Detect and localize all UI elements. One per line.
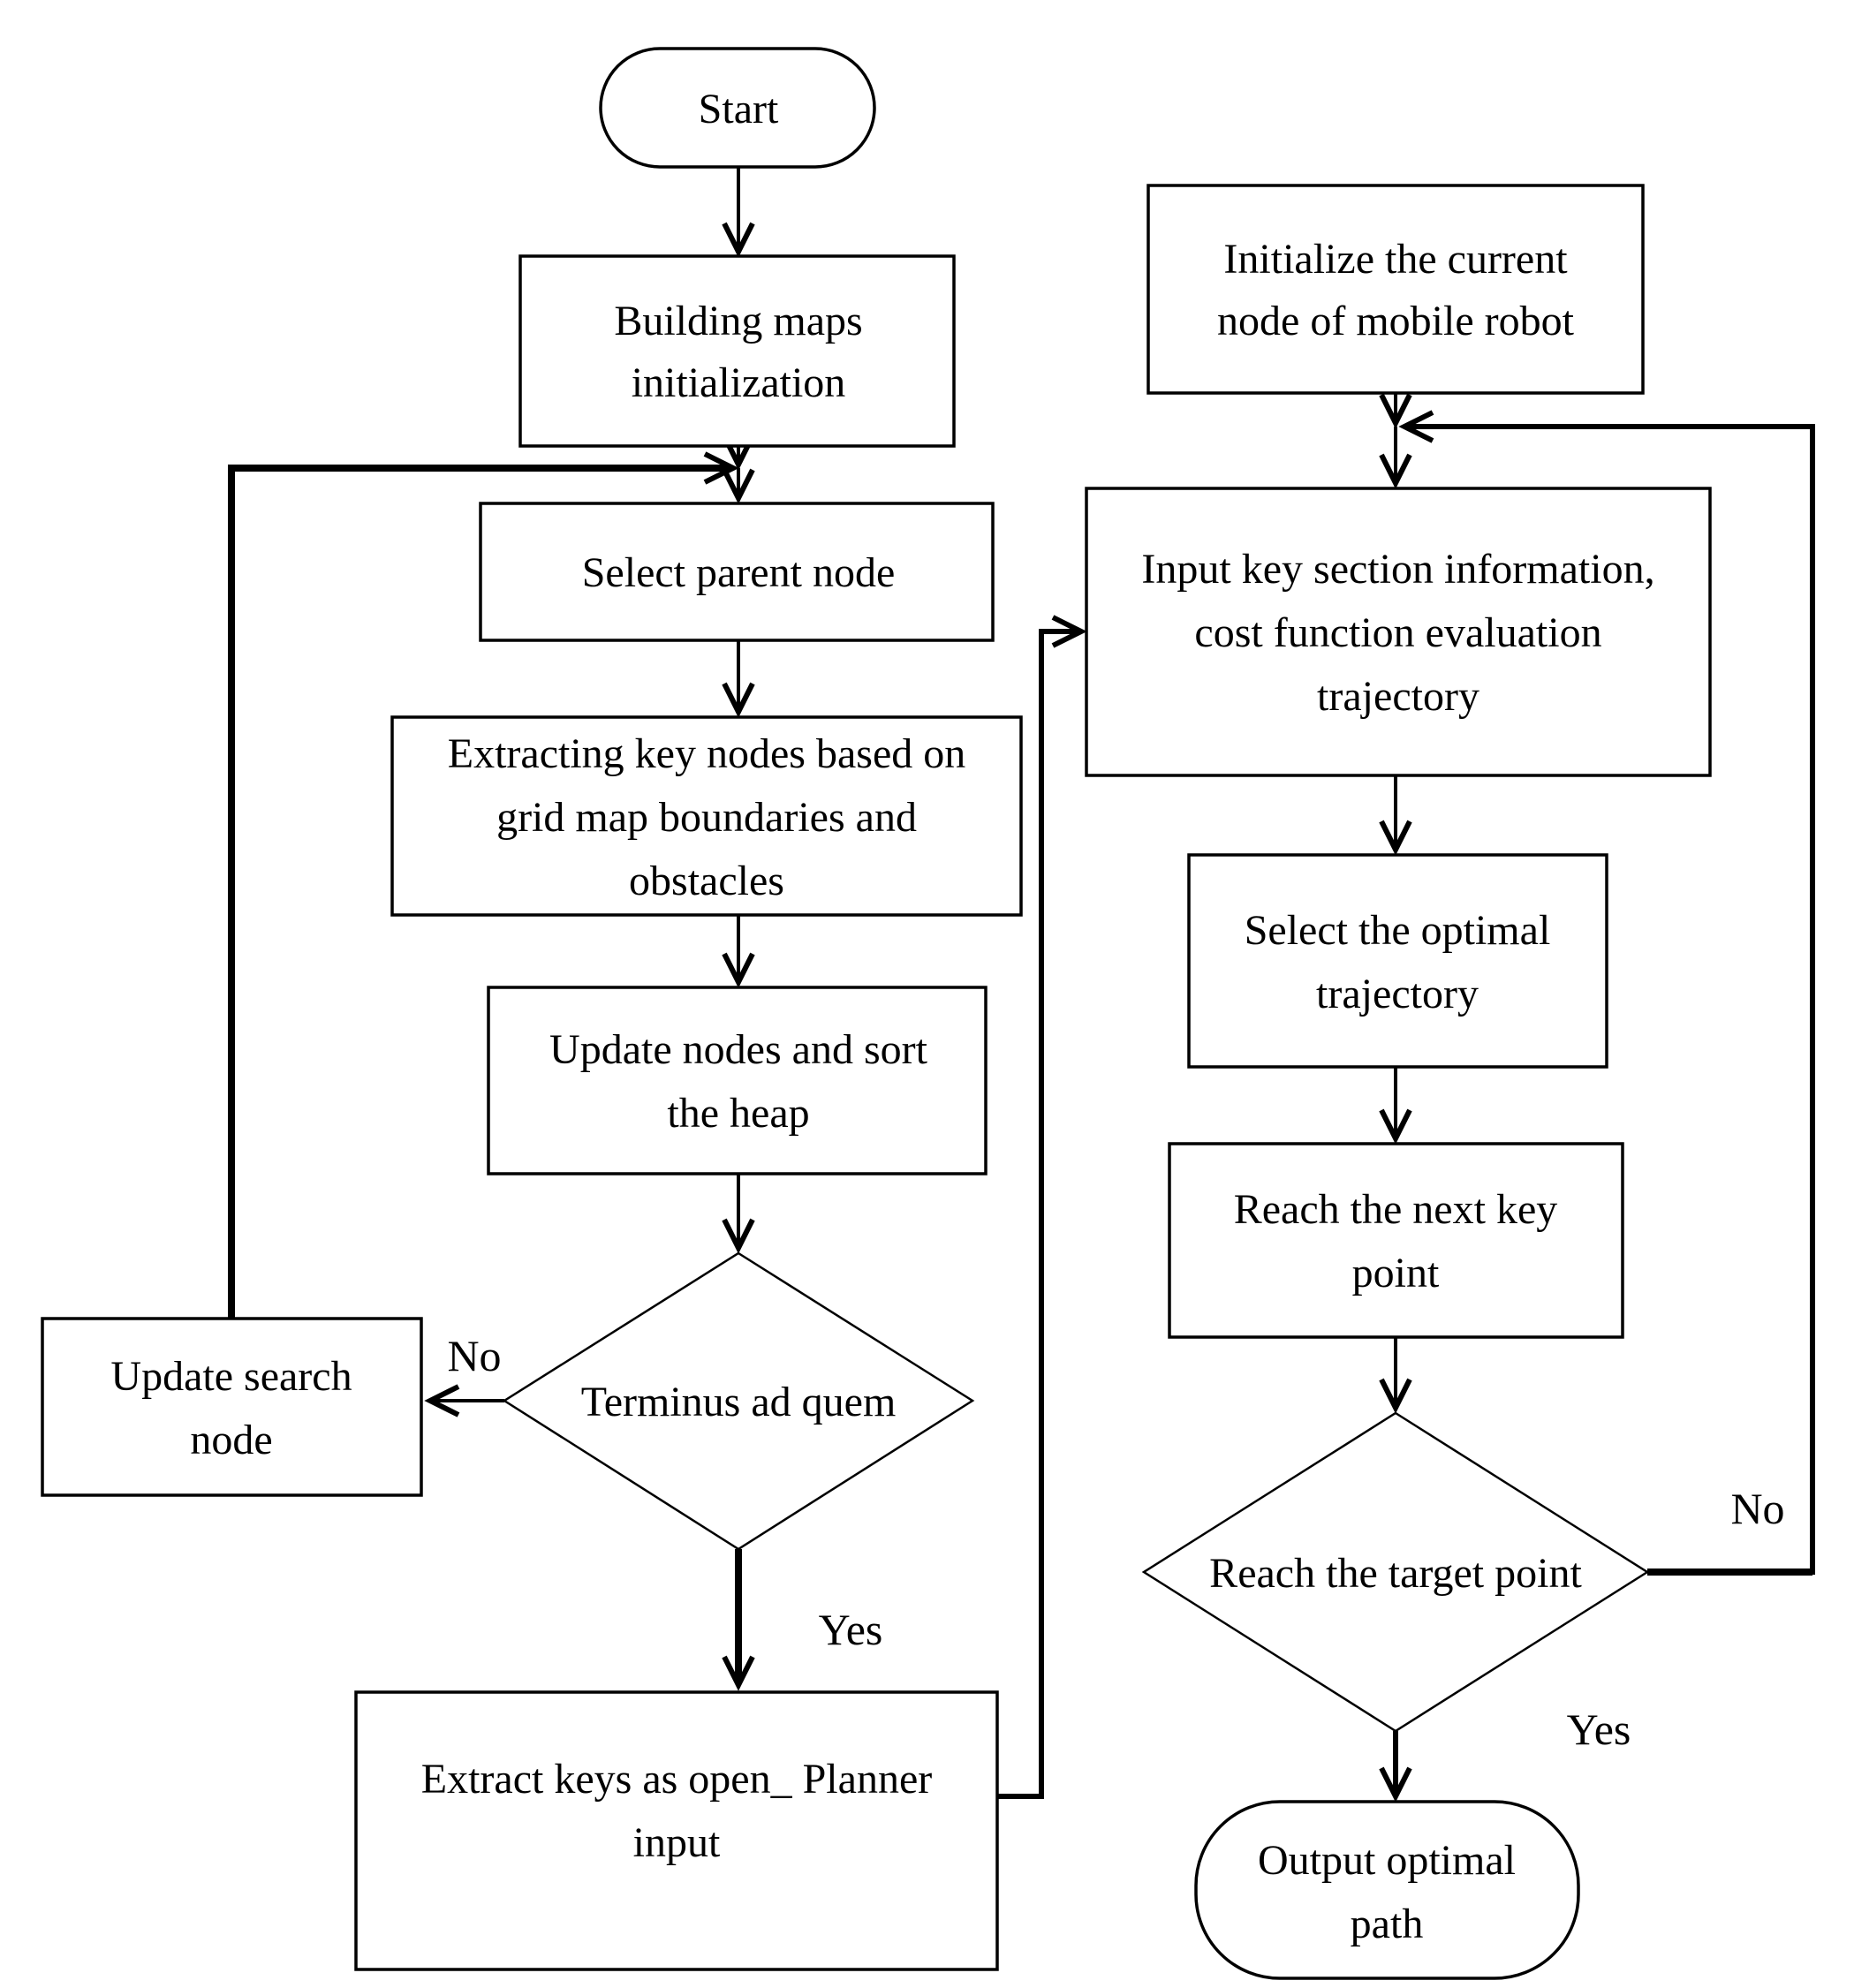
edge-target-no-loop-to-input-key-section: [1398, 410, 1815, 1575]
select-optimal-shape: [1187, 853, 1608, 1069]
node-update-search: Update search node: [41, 1317, 423, 1497]
building-maps-label-line-1: Building maps: [614, 298, 862, 344]
extract-keys-label-line-1: Extract keys as open_ Planner: [421, 1756, 933, 1803]
node-extracting-key-nodes: Extracting key nodes based on grid map b…: [390, 715, 1023, 917]
extracting-key-nodes-label-line-2: grid map boundaries and: [496, 794, 917, 841]
select-optimal-label-line-2: trajectory: [1316, 971, 1479, 1017]
node-terminus-ad-quem: Terminus ad quem: [502, 1251, 975, 1551]
start-label: Start: [699, 86, 779, 132]
input-key-section-shape: [1085, 487, 1712, 777]
extracting-key-nodes-label-line-1: Extracting key nodes based on: [448, 730, 966, 777]
node-output-optimal: Output optimal path: [1194, 1800, 1580, 1980]
initialize-current-shape: [1146, 184, 1645, 395]
reach-target-label: Reach the target point: [1209, 1550, 1582, 1597]
reach-next-key-label-line-2: point: [1352, 1250, 1440, 1296]
terminus-yes-label: Yes: [819, 1605, 883, 1654]
building-maps-shape: [518, 254, 956, 448]
select-parent-label: Select parent node: [582, 549, 896, 596]
terminus-ad-quem-diamond-shape: [502, 1251, 975, 1551]
target-no-label: No: [1730, 1484, 1784, 1533]
node-extract-keys: Extract keys as open_ Planner input: [354, 1690, 999, 1971]
node-start: Start: [599, 47, 876, 169]
reach-next-key-label-line-1: Reach the next key: [1234, 1186, 1558, 1233]
update-nodes-label-line-1: Update nodes and sort: [549, 1026, 928, 1073]
select-optimal-label-line-1: Select the optimal: [1245, 907, 1551, 954]
input-key-section-label-line-1: Input key section information,: [1141, 546, 1654, 593]
extracting-key-nodes-label-line-3: obstacles: [629, 858, 784, 904]
extracting-key-nodes-shape: [390, 715, 1023, 917]
output-optimal-label-line-1: Output optimal: [1258, 1837, 1516, 1884]
initialize-current-label-line-1: Initialize the current: [1223, 236, 1568, 283]
node-input-key-section: Input key section information, cost func…: [1085, 487, 1712, 777]
node-building-maps: Building maps initialization: [518, 254, 956, 448]
update-search-label-line-2: node: [190, 1417, 272, 1463]
input-key-section-label-line-3: trajectory: [1317, 673, 1479, 720]
extract-keys-shape: [354, 1690, 999, 1971]
node-select-parent: Select parent node: [479, 502, 995, 642]
node-initialize-current: Initialize the current node of mobile ro…: [1146, 184, 1645, 395]
node-reach-target: Reach the target point: [1141, 1411, 1650, 1733]
edge-update-search-loop-to-select-parent: [228, 451, 739, 1319]
initialize-current-label-line-2: node of mobile robot: [1217, 298, 1575, 344]
update-nodes-shape: [487, 986, 988, 1175]
node-reach-next-key: Reach the next key point: [1168, 1142, 1624, 1339]
update-nodes-label-line-2: the heap: [667, 1090, 809, 1137]
update-search-shape: [41, 1317, 423, 1497]
input-key-section-label-line-2: cost function evaluation: [1194, 609, 1601, 656]
terminus-ad-quem-label: Terminus ad quem: [581, 1379, 897, 1425]
edge-extract-keys-to-input-key-section: [997, 615, 1087, 1799]
update-search-label-line-1: Update search: [110, 1353, 352, 1400]
select-parent-shape: [479, 502, 995, 642]
extract-keys-label-line-2: input: [633, 1819, 721, 1866]
reach-next-key-shape: [1168, 1142, 1624, 1339]
target-yes-label: Yes: [1567, 1705, 1631, 1754]
reach-target-diamond-shape: [1141, 1411, 1650, 1733]
node-update-nodes: Update nodes and sort the heap: [487, 986, 988, 1175]
output-optimal-terminator-shape: [1194, 1800, 1580, 1980]
start-terminator-shape: [599, 47, 876, 169]
terminus-no-label: No: [447, 1331, 501, 1380]
building-maps-label-line-2: initialization: [632, 359, 846, 406]
output-optimal-label-line-2: path: [1351, 1901, 1424, 1947]
node-select-optimal: Select the optimal trajectory: [1187, 853, 1608, 1069]
